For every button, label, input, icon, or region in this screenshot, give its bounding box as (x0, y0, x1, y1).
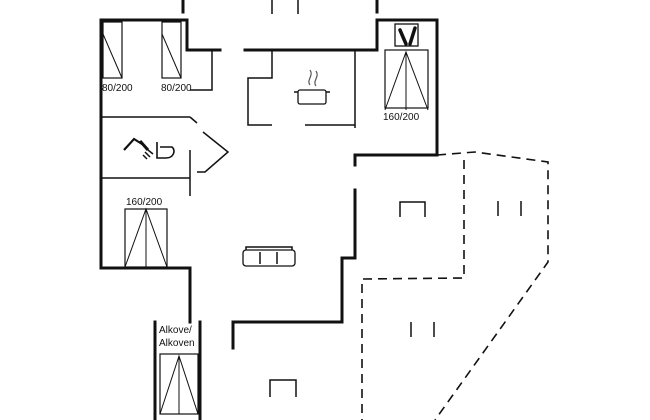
bed-top-middle (161, 21, 182, 79)
bed-top-right (384, 49, 429, 111)
alcove-label-line1: Alkove/ (159, 325, 192, 336)
shower-toilet-icon (123, 137, 175, 160)
bed-left-double-label: 160/200 (126, 197, 163, 208)
outdoor-furniture (269, 201, 522, 397)
walls (99, 0, 439, 420)
bed-alcove (159, 353, 199, 415)
alcove-label-line2: Alkoven (159, 338, 195, 349)
kitchen-partitions (247, 50, 356, 128)
bed-top-middle-label: 80/200 (161, 83, 192, 94)
terrace-outline (361, 151, 549, 420)
bed-top-right-label: 160/200 (383, 112, 420, 123)
bathroom-door (189, 116, 230, 173)
cooking-pot-icon (294, 69, 330, 105)
bed-top-left (102, 21, 123, 79)
bed-left-double (124, 207, 168, 268)
sofa-icon (242, 246, 296, 267)
bedroom-partitions (101, 50, 213, 196)
bottles-icon (394, 23, 419, 47)
bed-top-left-label: 80/200 (102, 83, 133, 94)
